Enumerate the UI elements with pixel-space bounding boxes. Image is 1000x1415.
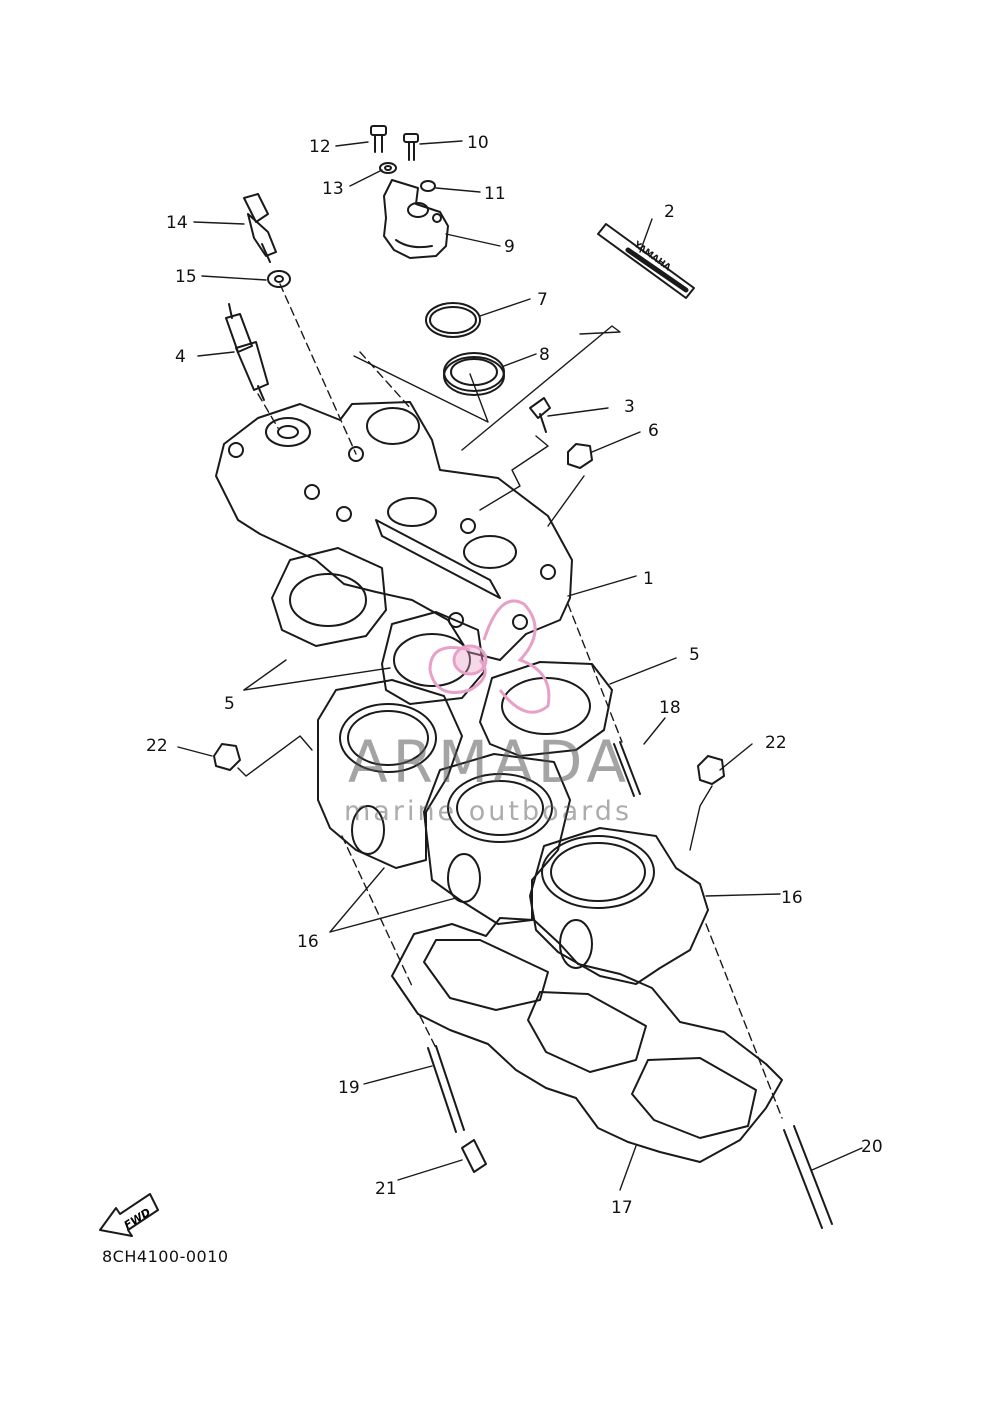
bolt-part-12 <box>370 125 387 153</box>
nut-part-6 <box>567 443 593 469</box>
callout-18: 18 <box>659 698 681 718</box>
washer-part-13 <box>379 162 397 174</box>
o-ring-part-7 <box>425 302 481 338</box>
forward-arrow-icon <box>99 1193 159 1237</box>
callout-13: 13 <box>322 179 344 199</box>
callout-20: 20 <box>861 1137 883 1157</box>
seal-part-8 <box>443 352 505 396</box>
callout-9: 9 <box>504 237 515 257</box>
dowel-part-21 <box>461 1139 487 1173</box>
spark-plug-part-4 <box>225 303 269 401</box>
callout-19: 19 <box>338 1078 360 1098</box>
nut-part-22-left <box>213 743 241 771</box>
stud-part-20 <box>783 1125 833 1229</box>
bolt-part-10 <box>403 133 419 161</box>
head-gasket-part-5 <box>271 547 613 757</box>
callout-17: 17 <box>611 1198 633 1218</box>
thermostat-cover-part-9 <box>383 179 449 259</box>
watermark-logo-icon <box>428 599 551 714</box>
drawing-code: 8CH4100-0010 <box>102 1247 229 1266</box>
leader-lines <box>177 140 863 1191</box>
callout-2: 2 <box>664 202 675 222</box>
callout-16-right: 16 <box>781 888 803 908</box>
callout-11: 11 <box>484 184 506 204</box>
callout-21: 21 <box>375 1179 397 1199</box>
callout-12: 12 <box>309 137 331 157</box>
callout-numbers: 1 2 3 4 5 5 6 7 8 9 10 11 12 13 14 15 16… <box>146 133 883 1218</box>
callout-22-left: 22 <box>146 736 168 756</box>
decal-part-2 <box>597 223 695 299</box>
callout-10: 10 <box>467 133 489 153</box>
callout-6: 6 <box>648 421 659 441</box>
stud-part-19 <box>427 1045 465 1133</box>
callout-5-right: 5 <box>689 645 700 665</box>
watermark-brand: ARMADA <box>348 728 632 796</box>
callout-14: 14 <box>166 213 188 233</box>
assembly-guide-lines <box>257 283 783 1119</box>
washer-part-11 <box>420 180 436 192</box>
callout-15: 15 <box>175 267 197 287</box>
fitting-part-3 <box>529 397 551 433</box>
watermark-tagline: marine outboards <box>344 796 633 827</box>
callout-4: 4 <box>175 347 186 367</box>
callout-8: 8 <box>539 345 550 365</box>
callout-5-left: 5 <box>224 694 235 714</box>
cylinder-block-part-16 <box>317 679 709 985</box>
washer-part-15 <box>267 270 291 288</box>
reference-zigzag-lines <box>237 325 713 851</box>
callout-3: 3 <box>624 397 635 417</box>
base-gasket-part-17 <box>391 917 783 1163</box>
callout-22-right: 22 <box>765 733 787 753</box>
nut-part-22-right <box>697 755 725 785</box>
callout-7: 7 <box>537 290 548 310</box>
callout-16-left: 16 <box>297 932 319 952</box>
thermo-switch-part-14 <box>243 193 277 263</box>
stud-part-18 <box>613 741 641 797</box>
callout-1: 1 <box>643 569 654 589</box>
cylinder-head-cover-part-1 <box>215 401 573 661</box>
